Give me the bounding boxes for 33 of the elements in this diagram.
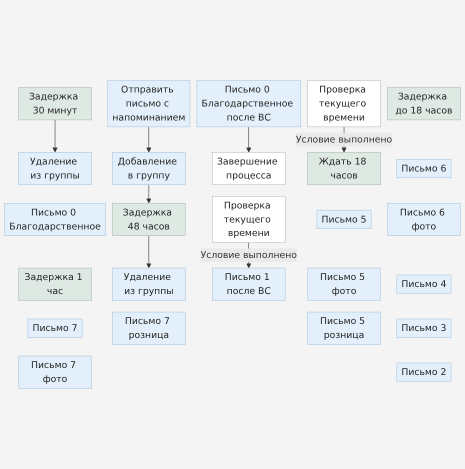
node-box: Задержка 48 часов	[112, 202, 186, 236]
node-box: Проверка текущего времени	[307, 80, 381, 128]
node-box: Удаление из группы	[112, 268, 186, 301]
node-box: Письмо 5	[316, 210, 372, 229]
node-box: Письмо 3	[396, 318, 452, 338]
node-box: Письмо 7 розница	[112, 312, 186, 345]
node-box: Письмо 2	[396, 362, 452, 382]
node-box: Удаление из группы	[18, 152, 92, 186]
node-box: Задержка до 18 часов	[387, 87, 461, 120]
node-box: Письмо 7 фото	[18, 356, 92, 389]
edge-label: Условие выполнено	[200, 250, 297, 261]
node-box: Письмо 0 Благодарственное	[4, 202, 106, 236]
node-box: Завершение процесса	[212, 152, 286, 186]
node-box: Отправить письмо с напоминанием	[107, 80, 190, 128]
node-box: Письмо 7	[28, 318, 82, 338]
arrow	[146, 184, 152, 204]
node-box: Задержка 1 час	[18, 268, 92, 301]
node-box: Ждать 18 часов	[307, 152, 381, 186]
node-box: Письмо 5 фото	[307, 268, 381, 301]
node-box: Письмо 0 Благодарственное после ВС	[196, 80, 301, 128]
node-box: Письмо 1 после ВС	[212, 268, 286, 301]
node-box: Проверка текущего времени	[212, 196, 286, 243]
arrow	[246, 126, 252, 153]
node-box: Письмо 6 фото	[387, 202, 461, 236]
edge-label: Условие выполнено	[296, 134, 392, 145]
arrow	[52, 120, 58, 153]
node-box: Письмо 6	[396, 158, 452, 178]
node-box: Добавление в группу	[112, 152, 186, 186]
node-box: Задержка 30 минут	[18, 87, 92, 120]
arrow	[146, 126, 152, 153]
node-box: Письмо 5 розница	[307, 312, 381, 345]
arrow	[146, 235, 152, 268]
node-box: Письмо 4	[396, 274, 452, 294]
